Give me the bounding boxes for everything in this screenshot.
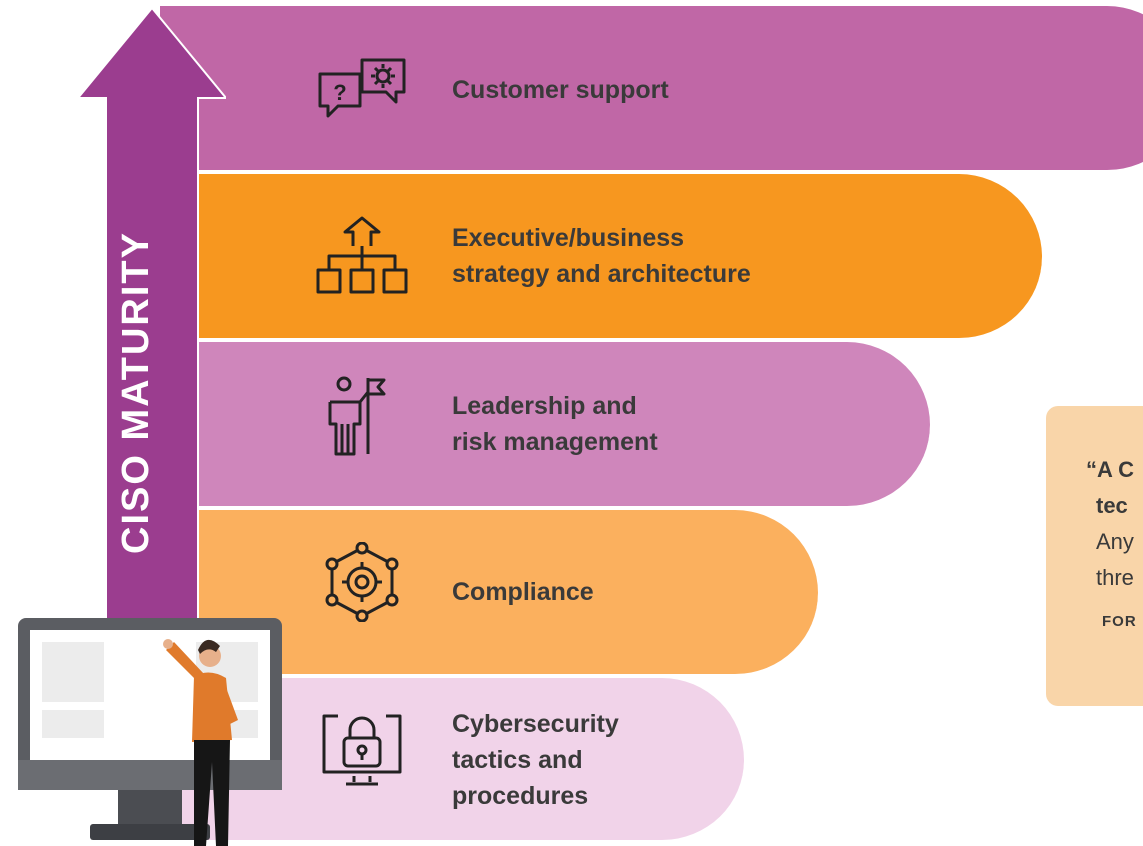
maturity-level-customer-support bbox=[160, 6, 1143, 172]
quote-line-3: Any bbox=[1096, 529, 1134, 554]
quote-box: “A C tec Any thre FOR bbox=[1046, 406, 1143, 706]
gear-network-icon bbox=[312, 541, 412, 623]
maturity-level-executive-strategy bbox=[160, 174, 1042, 340]
level-label-executive-strategy: Executive/business strategy and architec… bbox=[452, 224, 751, 288]
level-label-compliance: Compliance bbox=[452, 578, 594, 606]
person-flag-icon bbox=[312, 376, 412, 456]
maturity-axis-label: CISO MATURITY bbox=[114, 230, 157, 554]
person-illustration bbox=[163, 639, 238, 846]
level-label-cybersecurity: Cybersecurity tactics and procedures bbox=[452, 710, 619, 810]
maturity-arrow bbox=[78, 8, 226, 760]
level-label-leadership-risk: Leadership and risk management bbox=[452, 392, 658, 456]
level-label-customer-support: Customer support bbox=[452, 76, 669, 104]
quote-line-4: thre bbox=[1096, 565, 1134, 590]
chat-question-gear-icon: ? bbox=[312, 52, 412, 132]
monitor-lock-icon bbox=[312, 712, 412, 792]
maturity-level-leadership-risk bbox=[160, 342, 930, 508]
svg-text:?: ? bbox=[333, 80, 346, 105]
hierarchy-arrow-icon bbox=[312, 216, 412, 296]
monitor-illustration bbox=[18, 618, 282, 840]
quote-line-2: tec bbox=[1096, 493, 1128, 518]
quote-source: FOR bbox=[1102, 613, 1137, 630]
quote-line-1: “A C bbox=[1086, 457, 1135, 482]
